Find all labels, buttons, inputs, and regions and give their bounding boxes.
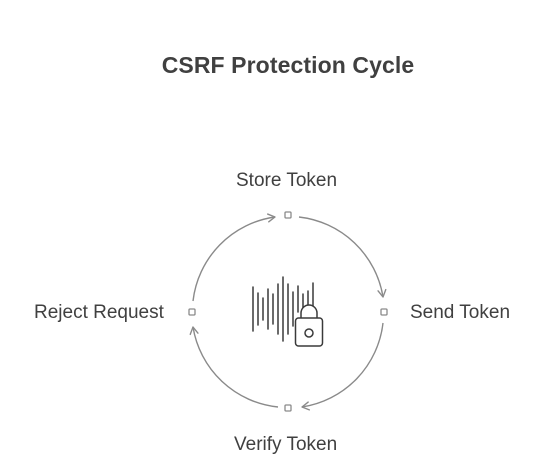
- waveform-lock-icon: [252, 276, 324, 347]
- step-label-store-token: Store Token: [236, 170, 338, 191]
- arrow-verify-to-reject: [189, 326, 279, 408]
- node-reject-request: [188, 308, 196, 316]
- diagram-title: CSRF Protection Cycle: [161, 52, 415, 78]
- arrow-store-to-send: [298, 216, 387, 298]
- node-verify-token: [284, 404, 292, 412]
- step-label-reject-request: Reject Request: [34, 302, 164, 323]
- node-send-token: [380, 308, 388, 316]
- step-label-verify-token: Verify Token: [234, 434, 338, 455]
- node-store-token: [284, 211, 292, 219]
- arrow-send-to-verify: [301, 322, 384, 411]
- step-label-send-token: Send Token: [410, 302, 511, 323]
- arrow-reject-to-store: [192, 213, 276, 302]
